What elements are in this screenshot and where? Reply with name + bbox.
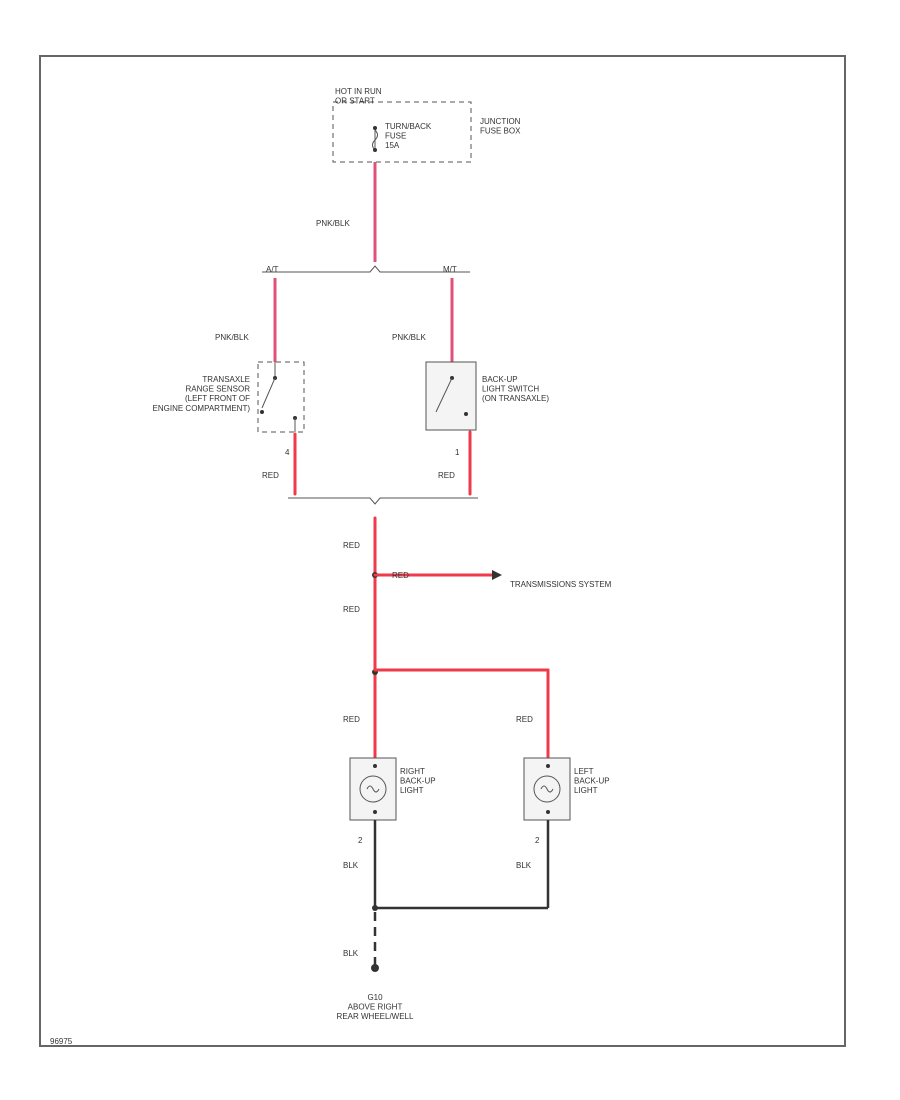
- fuse-symbol: [372, 126, 378, 152]
- at-label: A/T: [266, 265, 279, 274]
- left-bulb-icon: [533, 764, 561, 814]
- wire-label-blk-ground: BLK: [343, 949, 359, 958]
- mt-label: M/T: [443, 265, 457, 274]
- splice-bracket-top: [262, 265, 470, 273]
- backup-switch-symbol: [435, 376, 468, 416]
- range-sensor-switch-symbol: [260, 362, 297, 432]
- transaxle-range-sensor: [257, 361, 305, 433]
- wire-label-blk-right: BLK: [343, 861, 359, 870]
- arrow-transmission: [492, 570, 502, 580]
- back-up-light-switch: [425, 361, 477, 431]
- right-bulb-icon: [359, 764, 387, 814]
- wire-label-pnk-blk-top: PNK/BLK: [316, 219, 350, 228]
- wire-label-red-right: RED: [438, 471, 455, 480]
- wire-label-red-trunk-2: RED: [343, 605, 360, 614]
- wire-label-pnk-blk-mt: PNK/BLK: [392, 333, 426, 342]
- wire-label-pnk-blk-at: PNK/BLK: [215, 333, 249, 342]
- figure-id: 96975: [50, 1037, 73, 1046]
- splice-bracket-bottom: [288, 497, 478, 505]
- wire-label-red-trunk-3: RED: [343, 715, 360, 724]
- wire-label-red-left: RED: [262, 471, 279, 480]
- pin-range-sensor: 4: [285, 448, 290, 457]
- transmission-system-label: TRANSMISSIONS SYSTEM: [510, 580, 612, 589]
- pin-left-light: 2: [535, 836, 540, 845]
- wire-label-red-left-light: RED: [516, 715, 533, 724]
- pin-right-light: 2: [358, 836, 363, 845]
- wire-label-blk-left: BLK: [516, 861, 532, 870]
- splice-node-ground: [372, 905, 378, 911]
- pin-backup-switch: 1: [455, 448, 460, 457]
- ground-point-icon: [371, 964, 379, 972]
- wire-label-red-transmission: RED: [392, 571, 409, 580]
- wire-label-red-trunk-1: RED: [343, 541, 360, 550]
- diagram-frame: [39, 55, 846, 1047]
